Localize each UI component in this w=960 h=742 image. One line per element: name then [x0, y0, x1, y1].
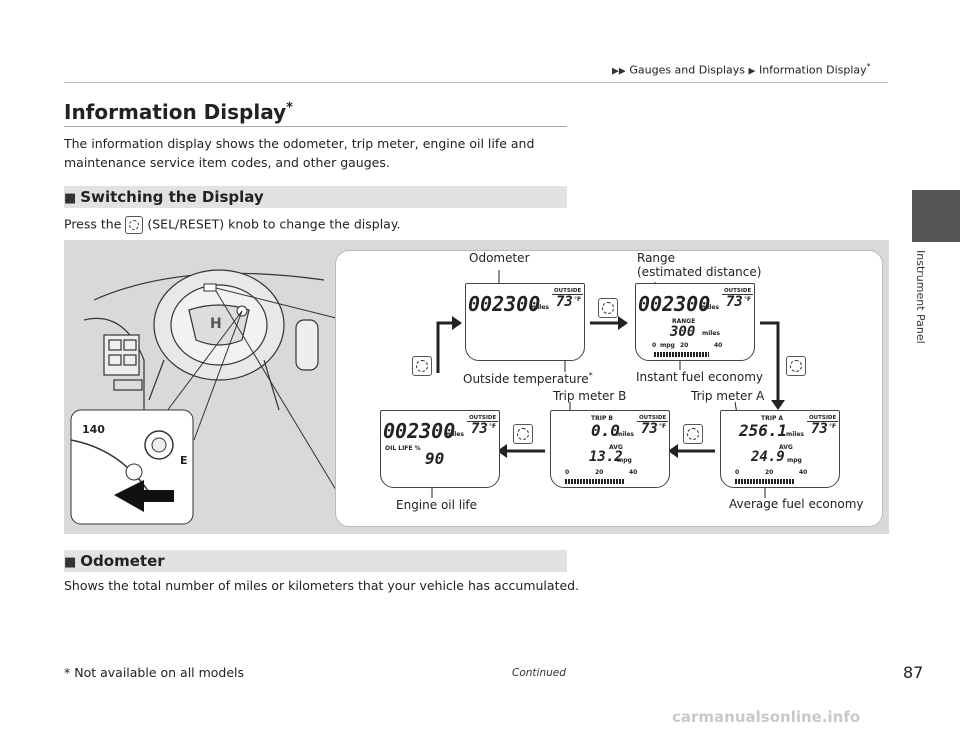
miles-unit: miles [786, 431, 805, 438]
sel-reset-knob-icon [786, 356, 806, 376]
breadcrumb-star: * [866, 62, 871, 71]
scale-20: 20 [595, 469, 604, 476]
breadcrumb-item-gauges[interactable]: Gauges and Displays [629, 63, 746, 77]
arrow-icon: ▶ [748, 66, 756, 77]
press-instruction: Press the (SEL/RESET) knob to change the… [64, 216, 400, 234]
scale-20: 20 [680, 342, 689, 349]
screen-oil-life: 002300 miles OUTSIDE 73 °F OIL LIFE % 90 [380, 410, 500, 488]
screen-odometer: 002300 miles OUTSIDE 73 °F [465, 283, 585, 361]
breadcrumb: ▶▶ Gauges and Displays ▶ Information Dis… [612, 62, 871, 77]
miles-unit: miles [446, 431, 465, 438]
range-label: RANGE [672, 318, 696, 325]
watermark: carmanualsonline.info [672, 708, 861, 726]
scale-40: 40 [714, 342, 723, 349]
sel-reset-knob-icon [513, 424, 533, 444]
temp-value: 73 [641, 421, 658, 437]
header-rule [64, 82, 888, 83]
temp-value: 73 [726, 294, 743, 310]
scale-40: 40 [799, 469, 808, 476]
fuel-empty-label: E [180, 454, 188, 467]
section-header-switching: ■Switching the Display [64, 186, 567, 208]
screen-trip-b: TRIP B OUTSIDE 0.0 miles 73 °F AVG 13.2 … [550, 410, 670, 488]
outside-label: OUTSIDE [807, 415, 839, 422]
square-bullet-icon: ■ [64, 191, 77, 206]
label-trip-a: Trip meter A [691, 389, 765, 403]
oil-life-value: 90 [425, 449, 445, 468]
trip-b-value: 0.0 [591, 421, 620, 440]
scale-20: 20 [765, 469, 774, 476]
page-title: Information Display* [64, 100, 293, 124]
label-range: Range [637, 251, 676, 265]
fuel-economy-bar [565, 479, 625, 484]
mpg-unit: mpg [617, 457, 632, 464]
odometer-value: 002300 [638, 292, 711, 316]
label-avg-fuel: Average fuel economy [729, 497, 864, 511]
miles-unit: miles [702, 330, 721, 337]
miles-unit: miles [701, 304, 720, 311]
miles-unit: miles [616, 431, 635, 438]
label-outside-temp: Outside temperature* [463, 371, 593, 386]
deg-unit: °F [829, 423, 837, 430]
chapter-tab [912, 190, 960, 242]
fuel-economy-bar [654, 352, 709, 357]
outside-label: OUTSIDE [722, 288, 754, 295]
mpg-unit: mpg [660, 342, 675, 349]
title-star: * [286, 100, 293, 116]
trip-a-avg-value: 24.9 [751, 449, 785, 465]
sel-reset-knob-icon [412, 356, 432, 376]
continued-label: Continued [512, 667, 566, 679]
trip-b-avg-value: 13.2 [589, 449, 623, 465]
avg-label: AVG [609, 444, 623, 451]
odometer-value: 002300 [383, 419, 456, 443]
trip-a-label: TRIP A [761, 415, 784, 422]
screen-range: 002300 miles OUTSIDE 73 °F RANGE 300 mil… [635, 283, 755, 361]
svg-text:H: H [210, 316, 222, 332]
page-number: 87 [903, 663, 924, 682]
scale-0: 0 [565, 469, 570, 476]
label-oil-life: Engine oil life [396, 498, 478, 512]
odometer-value: 002300 [468, 292, 541, 316]
avg-label: AVG [779, 444, 793, 451]
temp-value: 73 [811, 421, 828, 437]
label-odometer: Odometer [469, 251, 530, 265]
temp-value: 73 [556, 294, 573, 310]
outside-label: OUTSIDE [467, 415, 499, 422]
label-range-sub: (estimated distance) [637, 265, 762, 279]
breadcrumb-item-info-display[interactable]: Information Display [758, 63, 867, 77]
screen-trip-a: TRIP A OUTSIDE 256.1 miles 73 °F AVG 24.… [720, 410, 840, 488]
miles-unit: miles [531, 304, 550, 311]
label-trip-b: Trip meter B [553, 389, 627, 403]
footnote: * Not available on all models [64, 665, 245, 680]
deg-unit: °F [744, 296, 752, 303]
sel-reset-knob-icon [125, 216, 144, 234]
deg-unit: °F [659, 423, 667, 430]
scale-40: 40 [629, 469, 638, 476]
double-arrow-icon: ▶▶ [612, 66, 626, 77]
section-header-odometer: ■Odometer [64, 550, 567, 572]
scale-0: 0 [652, 342, 657, 349]
trip-b-label: TRIP B [591, 415, 614, 422]
deg-unit: °F [489, 423, 497, 430]
dashboard-illustration: H [70, 269, 337, 525]
scale-0: 0 [735, 469, 740, 476]
square-bullet-icon: ■ [64, 555, 77, 570]
trip-a-value: 256.1 [739, 421, 788, 440]
sel-reset-knob-icon [598, 298, 618, 318]
odometer-description: Shows the total number of miles or kilom… [64, 578, 580, 593]
sel-reset-knob-icon [683, 424, 703, 444]
outside-label: OUTSIDE [637, 415, 669, 422]
title-rule [64, 126, 567, 127]
outside-label: OUTSIDE [552, 288, 584, 295]
temp-value: 73 [471, 421, 488, 437]
speed-tick-label: 140 [82, 423, 105, 436]
oil-life-label: OIL LIFE % [385, 445, 421, 452]
range-value: 300 [670, 324, 696, 340]
fuel-economy-bar [735, 479, 795, 484]
intro-text: The information display shows the odomet… [64, 136, 535, 170]
mpg-unit: mpg [787, 457, 802, 464]
deg-unit: °F [574, 296, 582, 303]
label-instant-fuel: Instant fuel economy [636, 370, 764, 384]
